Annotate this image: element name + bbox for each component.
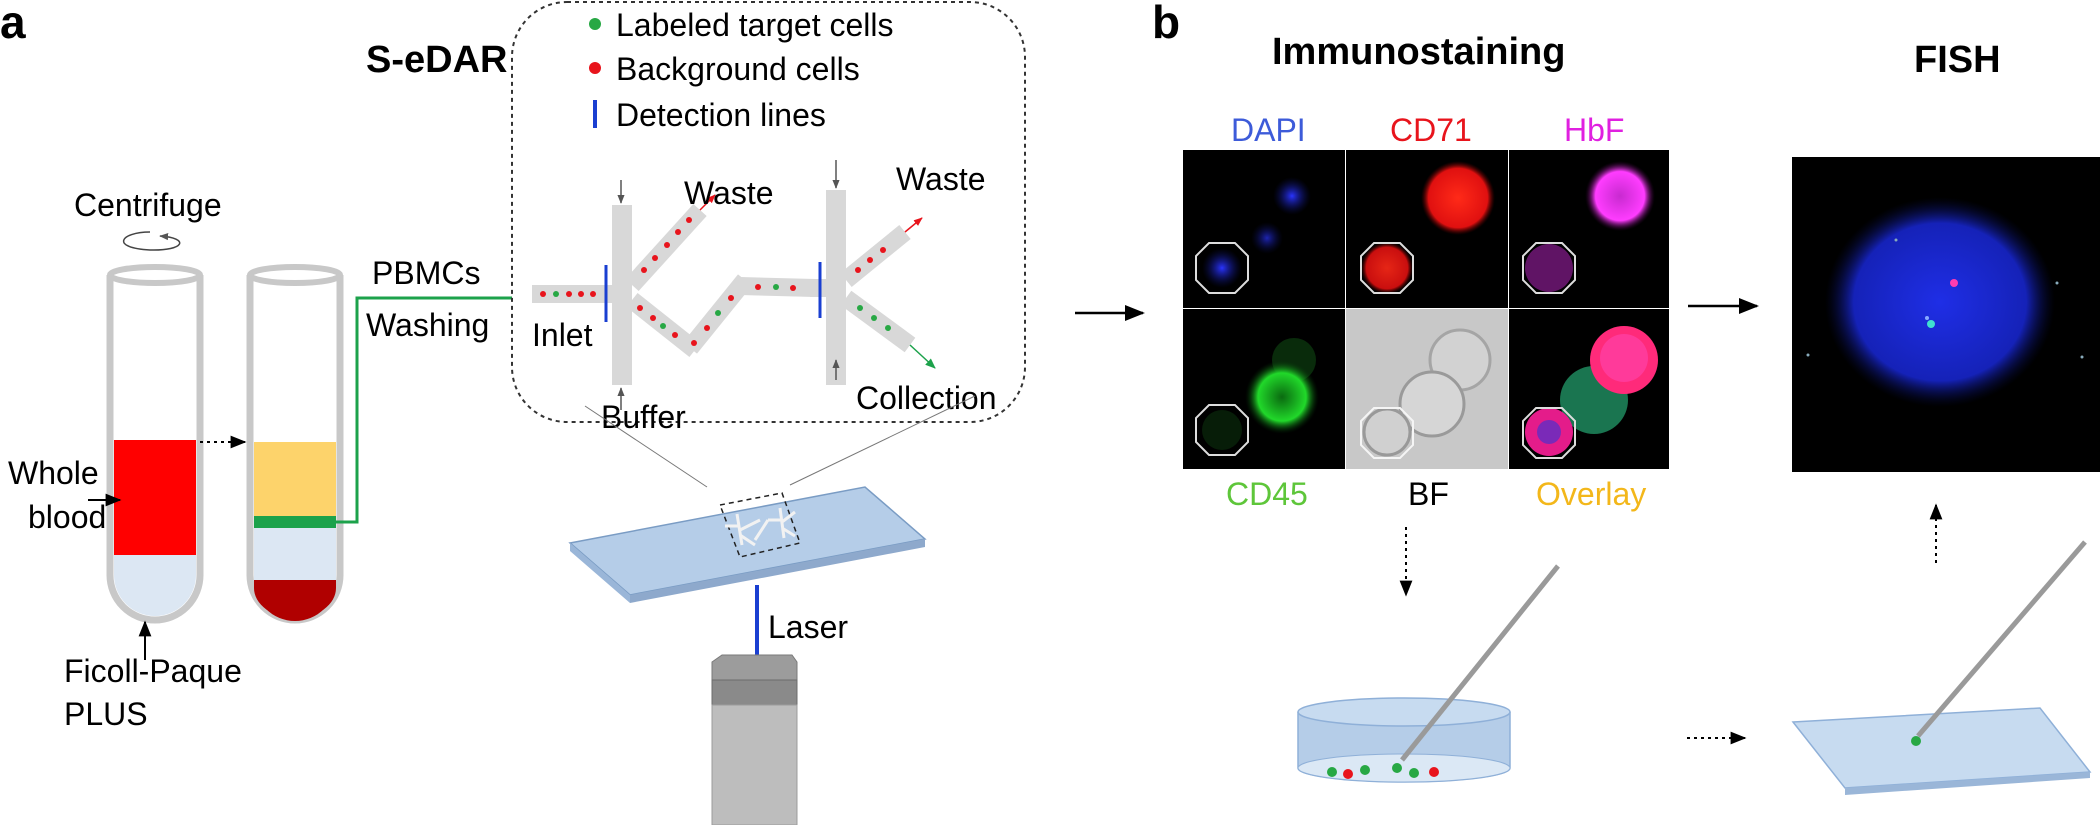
- buffer-label: Buffer: [601, 399, 686, 435]
- laser-label: Laser: [768, 609, 848, 645]
- objective-lens-icon: [711, 654, 798, 825]
- collection-label: Collection: [856, 380, 997, 416]
- whole-blood-label-2: blood: [28, 499, 106, 535]
- channel-label-hbf: HbF: [1564, 112, 1624, 148]
- tube-whole-blood: [106, 264, 204, 624]
- pbmc-transfer-arrow-icon: [336, 289, 535, 524]
- fish-slide: [1791, 707, 2092, 795]
- legend-detection-lines: Detection lines: [616, 97, 826, 133]
- microscope-slide: [568, 486, 927, 603]
- collection-flow-arrow-icon: [909, 344, 936, 369]
- immunostaining-image-grid: [1183, 150, 1669, 469]
- immunostaining-title: Immunostaining: [1272, 31, 1565, 73]
- legend-background-cells: Background cells: [616, 51, 860, 87]
- micropipette-2-icon: [1916, 540, 2087, 738]
- channel-label-bf: BF: [1408, 476, 1449, 512]
- whole-blood-label-1: Whole: [8, 455, 99, 491]
- waste-flow-arrow-2-icon: [904, 217, 923, 233]
- panel-a-letter: a: [0, 0, 26, 48]
- channel-label-dapi: DAPI: [1231, 112, 1306, 148]
- ficoll-label-1: Ficoll-Paque: [64, 653, 242, 689]
- washing-label: Washing: [366, 307, 489, 343]
- ficoll-label-2: PLUS: [64, 696, 148, 732]
- petri-dish: [1297, 697, 1511, 783]
- waste-label-2: Waste: [896, 161, 986, 197]
- zoom-line-left: [584, 405, 708, 488]
- fish-image: [1792, 157, 2100, 472]
- inlet-label: Inlet: [532, 317, 593, 353]
- panel-b-letter: b: [1152, 0, 1180, 48]
- channel-label-overlay: Overlay: [1536, 476, 1646, 512]
- legend-green-dot-icon: [589, 18, 601, 30]
- rotation-arrow-icon: [123, 231, 181, 251]
- channel-cells: [540, 217, 891, 346]
- fish-title: FISH: [1914, 39, 2001, 81]
- waste-label-1: Waste: [684, 175, 774, 211]
- channel-label-cd71: CD71: [1390, 112, 1472, 148]
- legend-labeled-cells: Labeled target cells: [616, 7, 894, 43]
- sedar-title: S-eDAR: [366, 39, 507, 81]
- channel-label-cd45: CD45: [1226, 476, 1308, 512]
- pbmcs-label: PBMCs: [372, 255, 480, 291]
- waste-flow-arrow-icon: [699, 194, 716, 211]
- legend-red-dot-icon: [589, 62, 601, 74]
- centrifuge-label: Centrifuge: [74, 187, 222, 223]
- tube-separated: [246, 264, 344, 624]
- micropipette-icon: [1400, 564, 1560, 762]
- zoom-line-right: [789, 395, 976, 486]
